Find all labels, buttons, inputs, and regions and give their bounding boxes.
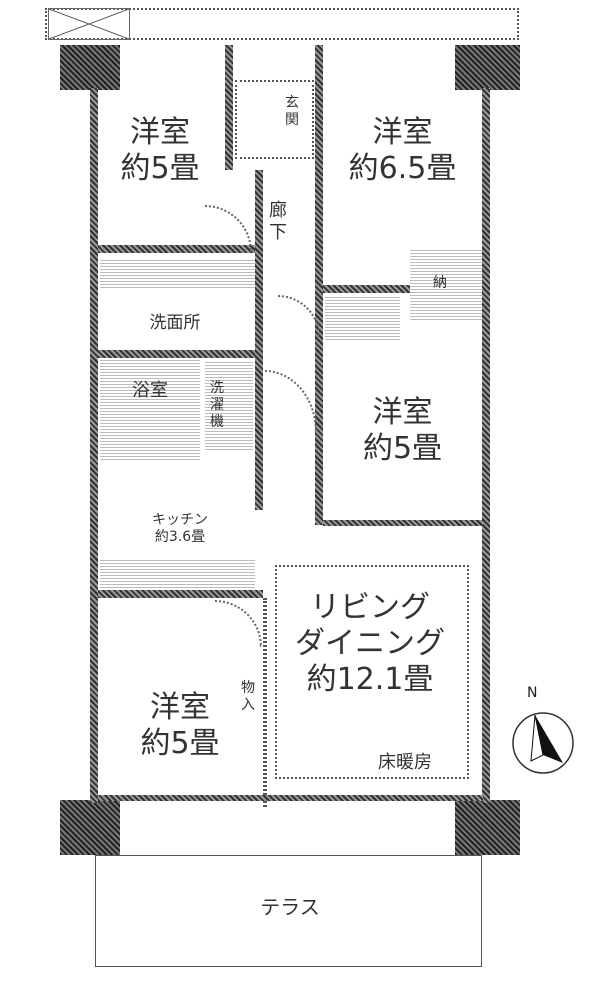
storage-area bbox=[410, 250, 482, 320]
room-western-ne: 洋室約6.5畳 bbox=[325, 115, 480, 187]
room-western-nw: 洋室約5畳 bbox=[100, 115, 220, 187]
pillar bbox=[455, 800, 520, 855]
room-entrance: 玄関 bbox=[285, 95, 299, 128]
pillar bbox=[60, 800, 120, 855]
room-name: リビング bbox=[310, 590, 430, 625]
door-swing[interactable] bbox=[215, 600, 262, 647]
storage-label: 納 bbox=[433, 275, 447, 291]
compass-arrow-icon bbox=[512, 712, 574, 774]
room-name: キッチン bbox=[152, 512, 208, 528]
wall bbox=[98, 590, 263, 598]
window-unit-icon bbox=[48, 8, 130, 40]
bathtub bbox=[100, 360, 200, 460]
compass-north-label: N bbox=[527, 685, 538, 701]
door-swing[interactable] bbox=[205, 205, 252, 252]
wall bbox=[98, 795, 483, 801]
kitchen-counter bbox=[100, 560, 255, 588]
room-western-e: 洋室約5畳 bbox=[325, 395, 480, 467]
laundry-label: 洗濯機 bbox=[210, 380, 224, 430]
room-name: 洋室 bbox=[150, 690, 210, 725]
wall bbox=[225, 45, 233, 170]
room-hall: 廊下 bbox=[269, 200, 287, 243]
entrance-area bbox=[235, 80, 314, 159]
room-size: 約5畳 bbox=[120, 151, 200, 186]
room-name: 洋室 bbox=[372, 395, 433, 430]
room-name: 洋室 bbox=[130, 115, 190, 150]
compass: N bbox=[505, 685, 585, 785]
room-size: 約12.1畳 bbox=[306, 662, 434, 697]
room-size: 約5畳 bbox=[362, 431, 443, 466]
pillar bbox=[60, 45, 120, 90]
room-ldk: リビングダイニング約12.1畳 bbox=[275, 590, 465, 698]
wall bbox=[98, 245, 263, 253]
room-name: ダイニング bbox=[295, 626, 445, 661]
room-name: 洋室 bbox=[372, 115, 433, 150]
floor-heating-area bbox=[275, 565, 469, 779]
room-washroom: 洗面所 bbox=[149, 313, 201, 333]
room-size: 約5畳 bbox=[140, 726, 220, 761]
door-swing[interactable] bbox=[278, 295, 320, 337]
wall bbox=[323, 285, 483, 293]
wall bbox=[482, 88, 490, 803]
floor-heating-label: 床暖房 bbox=[378, 752, 432, 773]
room-bath: 浴室 bbox=[132, 380, 168, 401]
wall bbox=[315, 45, 323, 525]
closet-area bbox=[325, 295, 400, 340]
closet-label: 物入 bbox=[241, 680, 255, 713]
room-terrace: テラス bbox=[260, 895, 320, 919]
wall bbox=[98, 350, 263, 358]
room-kitchen: キッチン約3.6畳 bbox=[105, 512, 255, 546]
wall bbox=[90, 88, 98, 803]
room-size: 約6.5畳 bbox=[348, 151, 457, 186]
wall bbox=[323, 520, 483, 526]
pillar bbox=[455, 45, 520, 90]
wall bbox=[263, 598, 267, 807]
laundry-area bbox=[205, 360, 253, 450]
terrace-area bbox=[95, 855, 482, 967]
wall bbox=[255, 170, 263, 510]
room-size: 約3.6畳 bbox=[154, 528, 206, 545]
door-swing[interactable] bbox=[265, 370, 317, 432]
top-boundary bbox=[45, 8, 519, 40]
room-western-sw: 洋室約5畳 bbox=[105, 690, 255, 762]
washroom-fixture bbox=[100, 258, 255, 288]
